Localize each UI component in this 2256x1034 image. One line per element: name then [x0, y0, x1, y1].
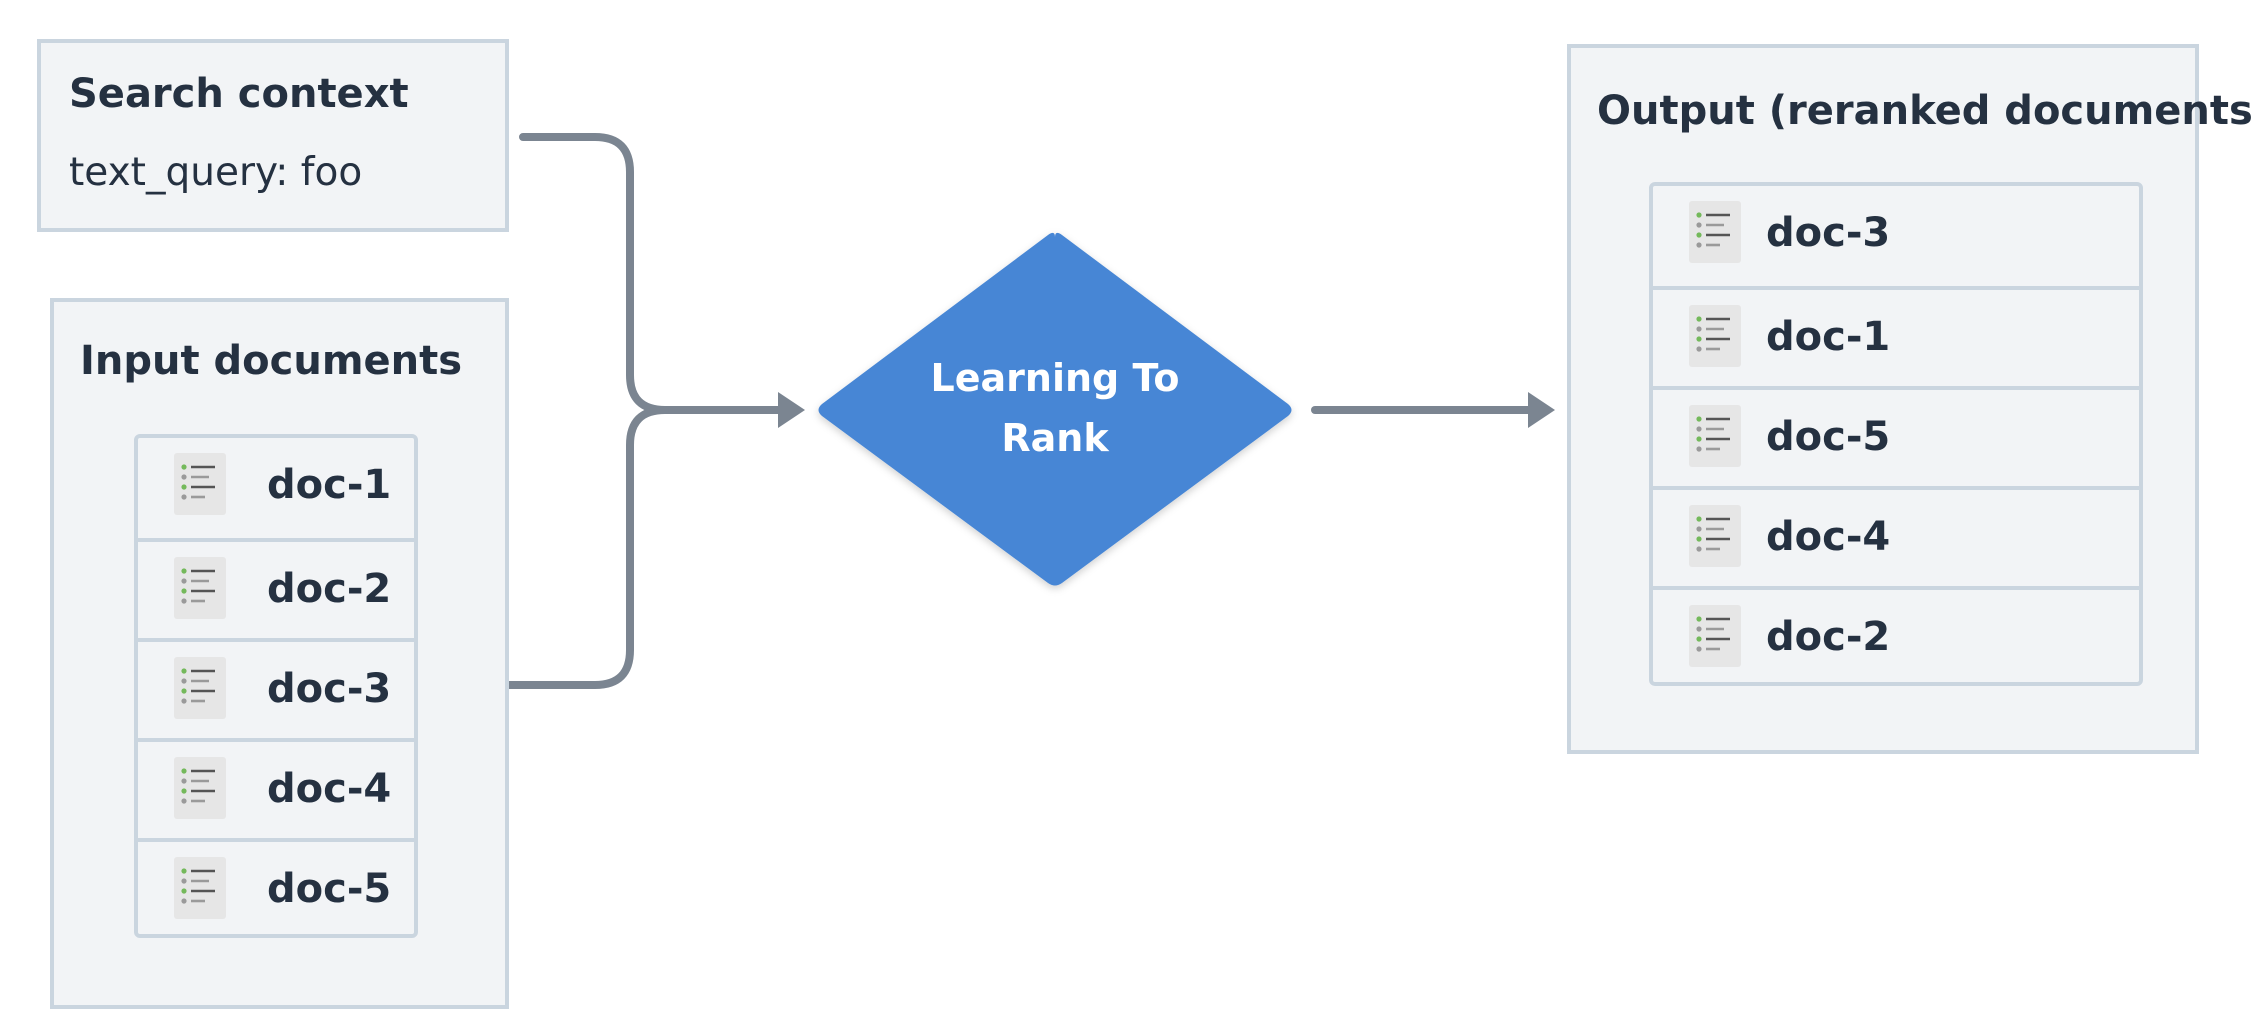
- input-documents-panel: Input documents doc-1 doc-2 doc-3 doc-4 …: [50, 298, 509, 1009]
- document-label: doc-1: [1766, 314, 1891, 360]
- learning-to-rank-diamond: [818, 232, 1292, 586]
- document-label: doc-4: [267, 766, 392, 812]
- document-list-icon: [174, 453, 226, 515]
- list-item: doc-3: [138, 638, 414, 738]
- document-label: doc-2: [1766, 614, 1891, 660]
- learning-to-rank-label: Learning To Rank: [930, 356, 1180, 460]
- document-label: doc-5: [267, 866, 392, 912]
- search-context-title: Search context: [69, 71, 409, 117]
- document-label: doc-4: [1766, 514, 1891, 560]
- text-query-value: text_query: foo: [69, 150, 363, 195]
- list-item: doc-1: [138, 438, 414, 538]
- arrow-head-into-ranker: [778, 392, 805, 428]
- search-context-panel: Search context text_query: foo: [37, 39, 509, 232]
- list-item: doc-1: [1653, 286, 2139, 386]
- document-list-icon: [174, 857, 226, 919]
- document-label: doc-1: [267, 462, 392, 508]
- arrow-head-into-output: [1528, 392, 1555, 428]
- document-list-icon: [1689, 305, 1741, 367]
- document-list-icon: [1689, 405, 1741, 467]
- connector-input-documents: [505, 406, 669, 689]
- document-label: doc-2: [267, 566, 392, 612]
- output-document-list: doc-3 doc-1 doc-5 doc-4 doc-2: [1649, 182, 2143, 686]
- output-title: Output (reranked documents): [1597, 88, 2256, 134]
- list-item: doc-2: [138, 538, 414, 638]
- document-label: doc-3: [1766, 210, 1891, 256]
- document-label: doc-3: [267, 666, 392, 712]
- document-list-icon: [1689, 505, 1741, 567]
- list-item: doc-4: [138, 738, 414, 838]
- document-list-icon: [174, 657, 226, 719]
- list-item: doc-4: [1653, 486, 2139, 586]
- list-item: doc-5: [138, 838, 414, 938]
- input-document-list: doc-1 doc-2 doc-3 doc-4 doc-5: [134, 434, 418, 938]
- list-item: doc-3: [1653, 186, 2139, 286]
- connector-search-context: [519, 133, 784, 414]
- list-item: doc-2: [1653, 586, 2139, 686]
- document-list-icon: [1689, 201, 1741, 263]
- document-list-icon: [174, 757, 226, 819]
- list-item: doc-5: [1653, 386, 2139, 486]
- output-panel: Output (reranked documents) doc-3 doc-1 …: [1567, 44, 2256, 754]
- document-list-icon: [174, 557, 226, 619]
- document-list-icon: [1689, 605, 1741, 667]
- input-documents-title: Input documents: [80, 338, 463, 384]
- document-label: doc-5: [1766, 414, 1891, 460]
